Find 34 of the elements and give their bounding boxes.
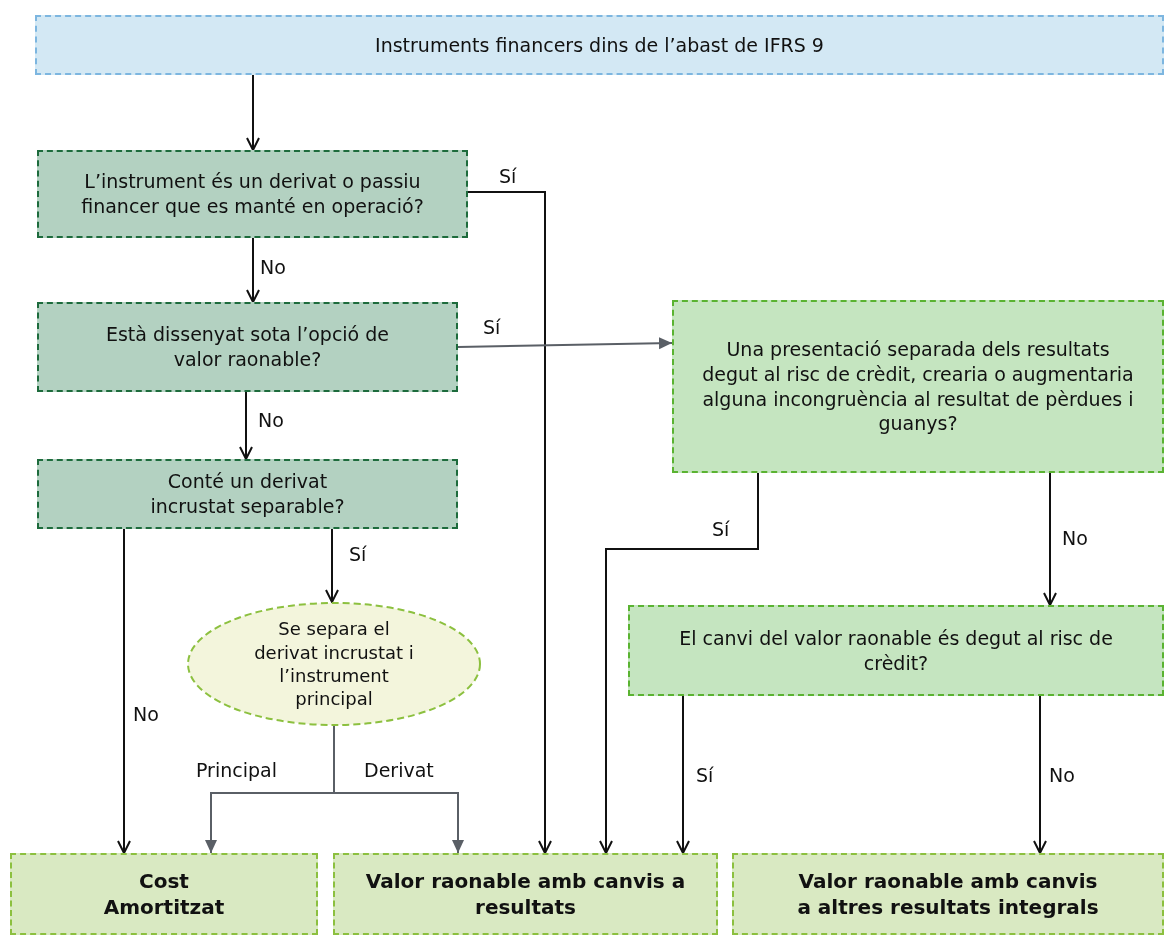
edge-label: No	[1060, 529, 1090, 548]
edge-label: Sí	[710, 520, 732, 539]
edge-label: No	[1047, 766, 1077, 785]
arrow	[457, 337, 673, 350]
result-box: Valor raonable amb canvis a resultats	[333, 853, 718, 935]
arrow	[246, 237, 260, 303]
decision-box: Està dissenyat sota l’opció de valor raonable?	[37, 302, 458, 392]
edge-label: Derivat	[362, 761, 436, 780]
result-box: Valor raonable amb canvis a altres resultats integrals	[732, 853, 1164, 935]
edge-label: Sí	[481, 318, 503, 337]
result-box: Cost Amortitzat	[10, 853, 318, 935]
decision-box: Conté un derivat incrustat separable?	[37, 459, 458, 529]
decision-box: Una presentació separada dels resultats degut al risc de crèdit, crearia o augmentaria alguna incongruència al resultat de pèrdues i guanys?	[672, 300, 1164, 473]
edge-label: No	[258, 258, 288, 277]
edge-label: Sí	[694, 766, 716, 785]
arrow	[325, 528, 339, 603]
edge-label: Sí	[347, 545, 369, 564]
process-ellipse: Se separa el derivat incrustat i l’instrument principal	[187, 602, 481, 726]
arrow	[467, 191, 552, 854]
arrow	[1033, 695, 1047, 854]
edge-label: Principal	[194, 761, 279, 780]
edge-label: Sí	[497, 167, 519, 186]
arrow	[239, 391, 253, 460]
decision-box: El canvi del valor raonable és degut al risc de crèdit?	[628, 605, 1164, 696]
edge-label: No	[256, 411, 286, 430]
decision-box: L’instrument és un derivat o passiu financer que es manté en operació?	[37, 150, 468, 238]
arrow	[599, 472, 759, 854]
arrow	[1043, 472, 1057, 606]
start-box: Instruments financers dins de l’abast de IFRS 9	[35, 15, 1164, 75]
arrow	[117, 528, 131, 854]
arrow	[333, 725, 464, 854]
arrow	[676, 695, 690, 854]
arrow	[246, 74, 260, 151]
edge-label: No	[131, 705, 161, 724]
